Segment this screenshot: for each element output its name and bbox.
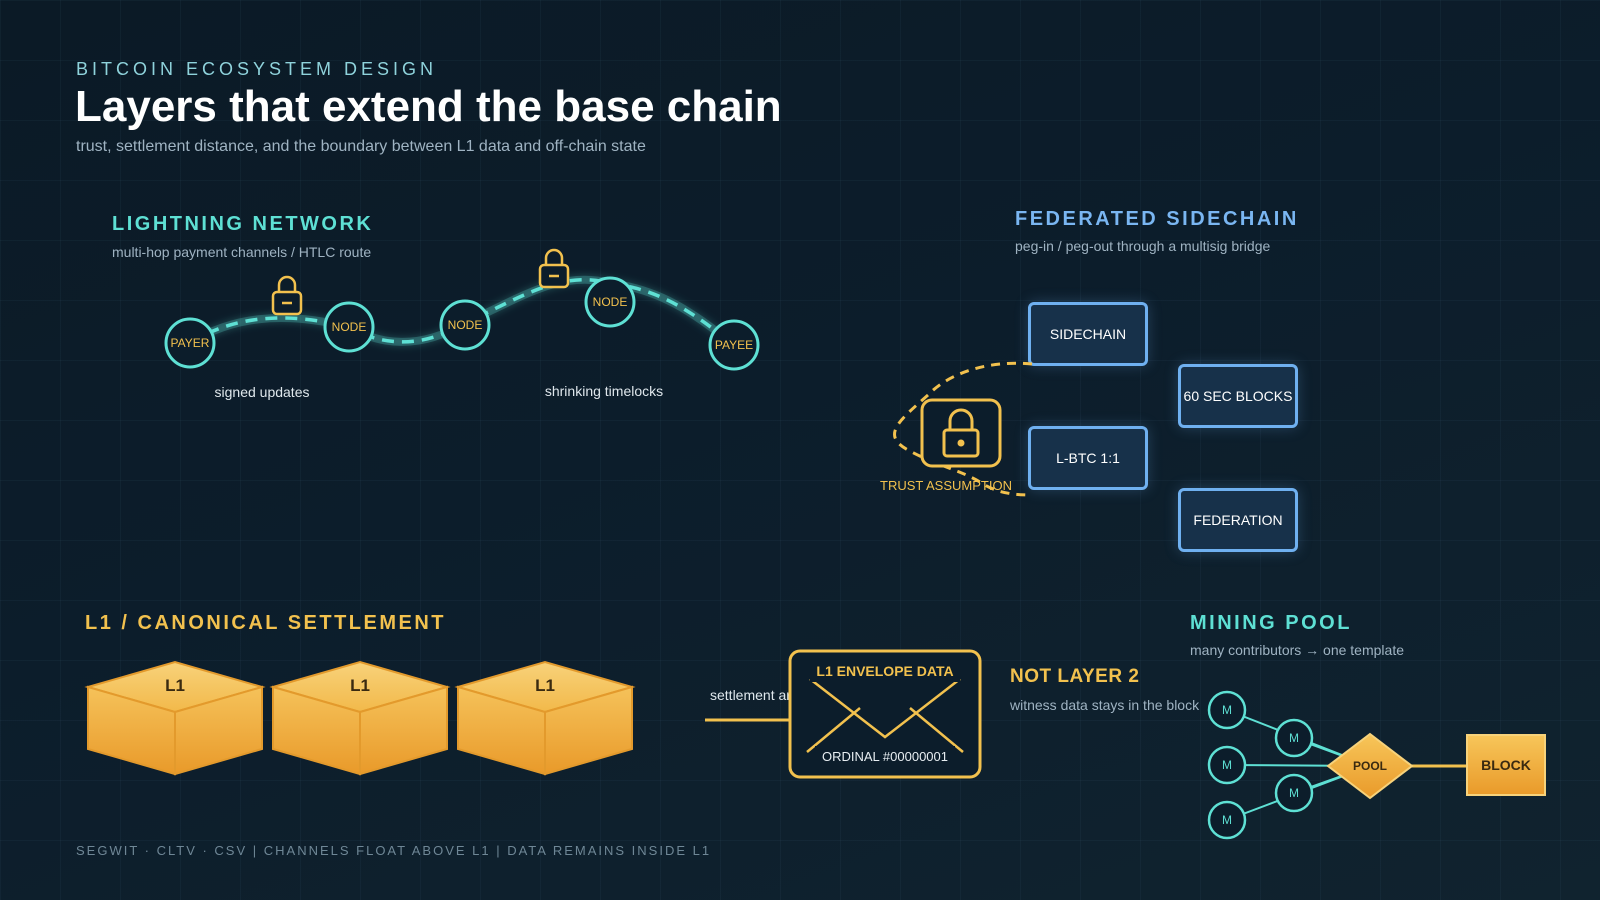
miner-node: M <box>1207 745 1247 785</box>
svg-text:L1: L1 <box>535 676 555 695</box>
sidechain-subtitle: peg-in / peg-out through a multisig brid… <box>1015 238 1271 254</box>
lightning-node: NODE <box>584 276 636 328</box>
lightning-note-right: shrinking timelocks <box>545 383 663 399</box>
svg-text:NODE: NODE <box>593 295 628 309</box>
lightning-node: NODE <box>323 301 375 353</box>
l1-block: L1 <box>454 660 636 776</box>
svg-text:BLOCK: BLOCK <box>1481 757 1531 773</box>
mining-subtitle: many contributors → one template <box>1190 642 1404 658</box>
svg-text:M: M <box>1222 703 1232 717</box>
lightning-title: LIGHTNING NETWORK <box>112 213 374 235</box>
svg-text:PAYEE: PAYEE <box>715 338 753 352</box>
envelope-title: L1 ENVELOPE DATA <box>816 663 953 679</box>
svg-text:M: M <box>1289 731 1299 745</box>
lightning-note-left: signed updates <box>215 384 310 400</box>
lightning-node: PAYER <box>164 317 216 369</box>
lbtc-box: L-BTC 1:1 <box>1028 426 1148 490</box>
page-kicker: BITCOIN ECOSYSTEM DESIGN <box>76 59 438 79</box>
lock-icon <box>271 275 303 316</box>
svg-text:L1: L1 <box>165 676 185 695</box>
lightning-subtitle: multi-hop payment channels / HTLC route <box>112 244 372 260</box>
miner-node: M <box>1274 773 1314 813</box>
svg-text:M: M <box>1222 758 1232 772</box>
not-layer2-title: NOT LAYER 2 <box>1010 666 1140 687</box>
trust-lock-icon <box>920 398 1002 468</box>
not-layer2-subtitle: witness data stays in the block <box>1010 697 1200 713</box>
svg-text:NODE: NODE <box>332 320 367 334</box>
footer-note: SEGWIT · CLTV · CSV | CHANNELS FLOAT ABO… <box>76 843 712 858</box>
page-title: Layers that extend the base chain <box>75 82 782 131</box>
federation-box: FEDERATION <box>1178 488 1298 552</box>
sidechain-box: SIDECHAIN <box>1028 302 1148 366</box>
svg-text:PAYER: PAYER <box>171 336 210 350</box>
svg-text:M: M <box>1289 786 1299 800</box>
page-subtitle: trust, settlement distance, and the boun… <box>76 138 646 155</box>
svg-text:POOL: POOL <box>1353 759 1387 773</box>
miner-node: M <box>1207 800 1247 840</box>
trust-assumption-label: TRUST ASSUMPTION <box>880 478 1012 493</box>
l1-block: L1 <box>84 660 266 776</box>
miner-node: M <box>1274 718 1314 758</box>
svg-text:NODE: NODE <box>448 318 483 332</box>
lightning-node: PAYEE <box>708 319 760 371</box>
envelope-id: ORDINAL #00000001 <box>822 749 948 764</box>
settlement-title: L1 / CANONICAL SETTLEMENT <box>85 612 447 634</box>
miner-node: M <box>1207 690 1247 730</box>
l1-block: L1 <box>269 660 451 776</box>
mining-title: MINING POOL <box>1190 612 1352 634</box>
sec-blocks-box: 60 SEC BLOCKS <box>1178 364 1298 428</box>
peg-bridge-arc <box>893 361 1033 497</box>
svg-text:M: M <box>1222 813 1232 827</box>
svg-text:L1: L1 <box>350 676 370 695</box>
lightning-node: NODE <box>439 299 491 351</box>
settlement-connector-label: settlement ar <box>710 687 791 703</box>
lock-icon <box>538 248 570 289</box>
envelope-icon: L1 ENVELOPE DATA ORDINAL #00000001 <box>788 649 982 779</box>
block-box: BLOCK <box>1466 734 1546 796</box>
pool-diamond: POOL <box>1326 732 1414 800</box>
sidechain-title: FEDERATED SIDECHAIN <box>1015 208 1299 230</box>
